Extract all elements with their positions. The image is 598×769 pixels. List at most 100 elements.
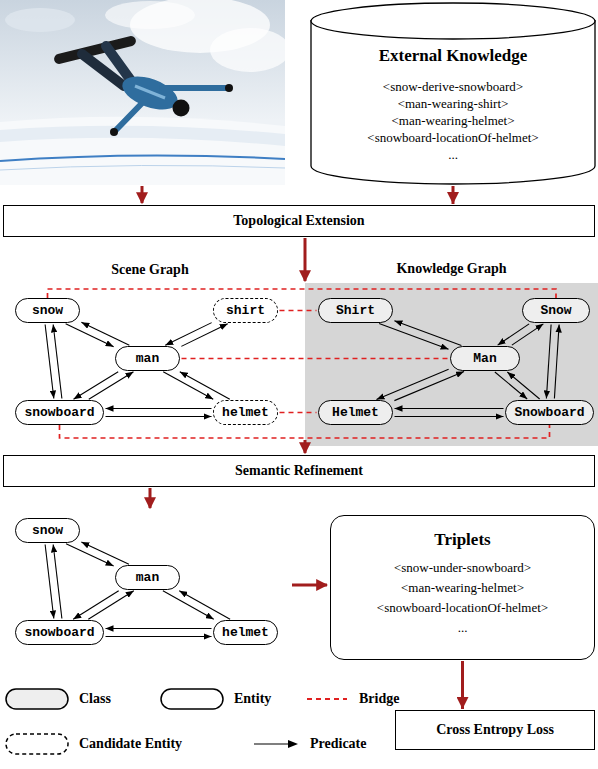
predicate-arrow [163,591,214,620]
predicate-arrow [376,369,448,399]
legend-text: Class [79,691,111,707]
predicate-arrow [106,636,212,637]
knowledge-text: <snowboard-locationOf-helmet> [367,129,538,146]
flow-arrow [292,584,327,587]
flow-arrow [304,440,307,453]
knowledge-graph-ground [305,283,598,446]
process-box: Semantic Refinement [3,455,595,487]
entity-label: snowboard [24,405,94,420]
legend-text: Candidate Entity [79,736,182,752]
entity-label: shirt [226,303,265,318]
flow-arrows [142,186,327,585]
bridge-line [280,310,317,312]
knowledge-text: <snow-derive-snowboard> [383,78,523,95]
triplet-text: <snow-under-snowboard> [394,558,531,578]
class-node: Shirt [318,298,393,323]
bridge-line [182,358,449,360]
predicate-arrow [395,416,504,417]
predicate-arrow [495,372,527,399]
predicate-arrow [106,416,212,417]
entity-label: helmet [222,405,269,420]
candidate-entity-node: helmet [213,400,278,425]
legend-sample [5,688,69,710]
region-heading: Knowledge Graph [305,261,598,277]
knowledge-text: ... [448,146,458,163]
flow-arrow [461,661,464,709]
triplet-box: Triplets <snow-under-snowboard><man-weari… [330,515,595,660]
predicate-arrow [179,591,230,620]
entity-node: man [115,565,180,590]
entity-label: man [136,351,159,366]
knowledge-text: <man-wearing-helmet> [392,112,515,129]
entity-node: snowboard [15,400,104,425]
triplet-text: <snowboard-locationOf-helmet> [377,598,548,618]
triplet-text: <man-wearing-helmet> [401,578,524,598]
process-box: Cross Entropy Loss [395,710,595,750]
predicate-arrow [395,408,504,409]
class-label: Helmet [332,405,379,420]
class-label: Snow [540,303,571,318]
process-box: Topological Extension [3,205,595,237]
entity-label: man [136,570,159,585]
knowledge-text: <man-wearing-shirt> [398,95,509,112]
predicate-arrow [66,324,114,347]
predicate-arrow [81,322,129,345]
legend-item: Class [5,688,111,710]
predicate-arrow [53,544,62,618]
predicate-arrow [89,372,134,399]
triplet-text: Triplets [434,530,490,550]
knowledge-graph-region: Knowledge GraphShirtSnowManHelmetSnowboa… [305,283,598,446]
predicate-arrow [106,628,212,629]
flow-arrow [304,238,307,281]
process-label: Semantic Refinement [235,463,363,479]
legend-sample [160,688,224,710]
entity-label: snow [32,303,63,318]
bridge-line [60,425,550,438]
predicate-arrow [88,591,133,619]
entity-node: snow [15,518,80,543]
entity-node: helmet [213,620,278,645]
class-node: Snow [522,298,590,323]
entity-label: snow [32,523,63,538]
knowledge-text: External Knowledge [379,46,528,66]
predicate-arrow [66,544,114,566]
predicate-arrow [45,544,54,618]
class-node: Man [450,346,520,371]
entity-node: snowboard [15,620,104,645]
predicate-arrow [498,324,530,345]
predicate-arrow [106,408,212,409]
legend-sample [5,733,69,755]
process-label: Cross Entropy Loss [436,722,554,738]
entity-label: helmet [222,625,269,640]
class-label: Shirt [336,303,375,318]
predicate-arrow [512,324,544,345]
predicate-arrow [45,324,54,398]
predicate-arrow [546,324,551,398]
snowboard-photo [0,0,290,185]
legend-item: Bridge [305,688,399,710]
legend-text: Entity [234,691,271,707]
predicate-arrow [394,372,464,401]
triplet-text: ... [458,618,468,638]
knowledge-base-cylinder: External Knowledge <snow-derive-snowboard… [310,2,596,185]
entity-node: snow [15,298,80,323]
predicate-arrow [554,324,559,398]
bridge-line [280,412,317,414]
legend-text: Predicate [310,736,367,752]
predicate-arrow [507,372,539,399]
flow-arrow [141,186,144,203]
legend-sample [305,688,349,710]
predicate-arrow [165,323,211,346]
legend-item: Candidate Entity [5,733,182,755]
legend-sample [252,733,300,755]
class-label: Snowboard [514,405,584,420]
process-label: Topological Extension [233,213,364,229]
legend-item: Predicate [252,733,367,755]
entity-node: man [115,346,180,371]
legend-item: Entity [160,688,271,710]
class-label: Man [473,351,496,366]
predicate-arrow [81,542,129,564]
predicate-arrow [53,324,62,398]
flow-arrow [452,186,455,204]
legend-text: Bridge [359,691,399,707]
